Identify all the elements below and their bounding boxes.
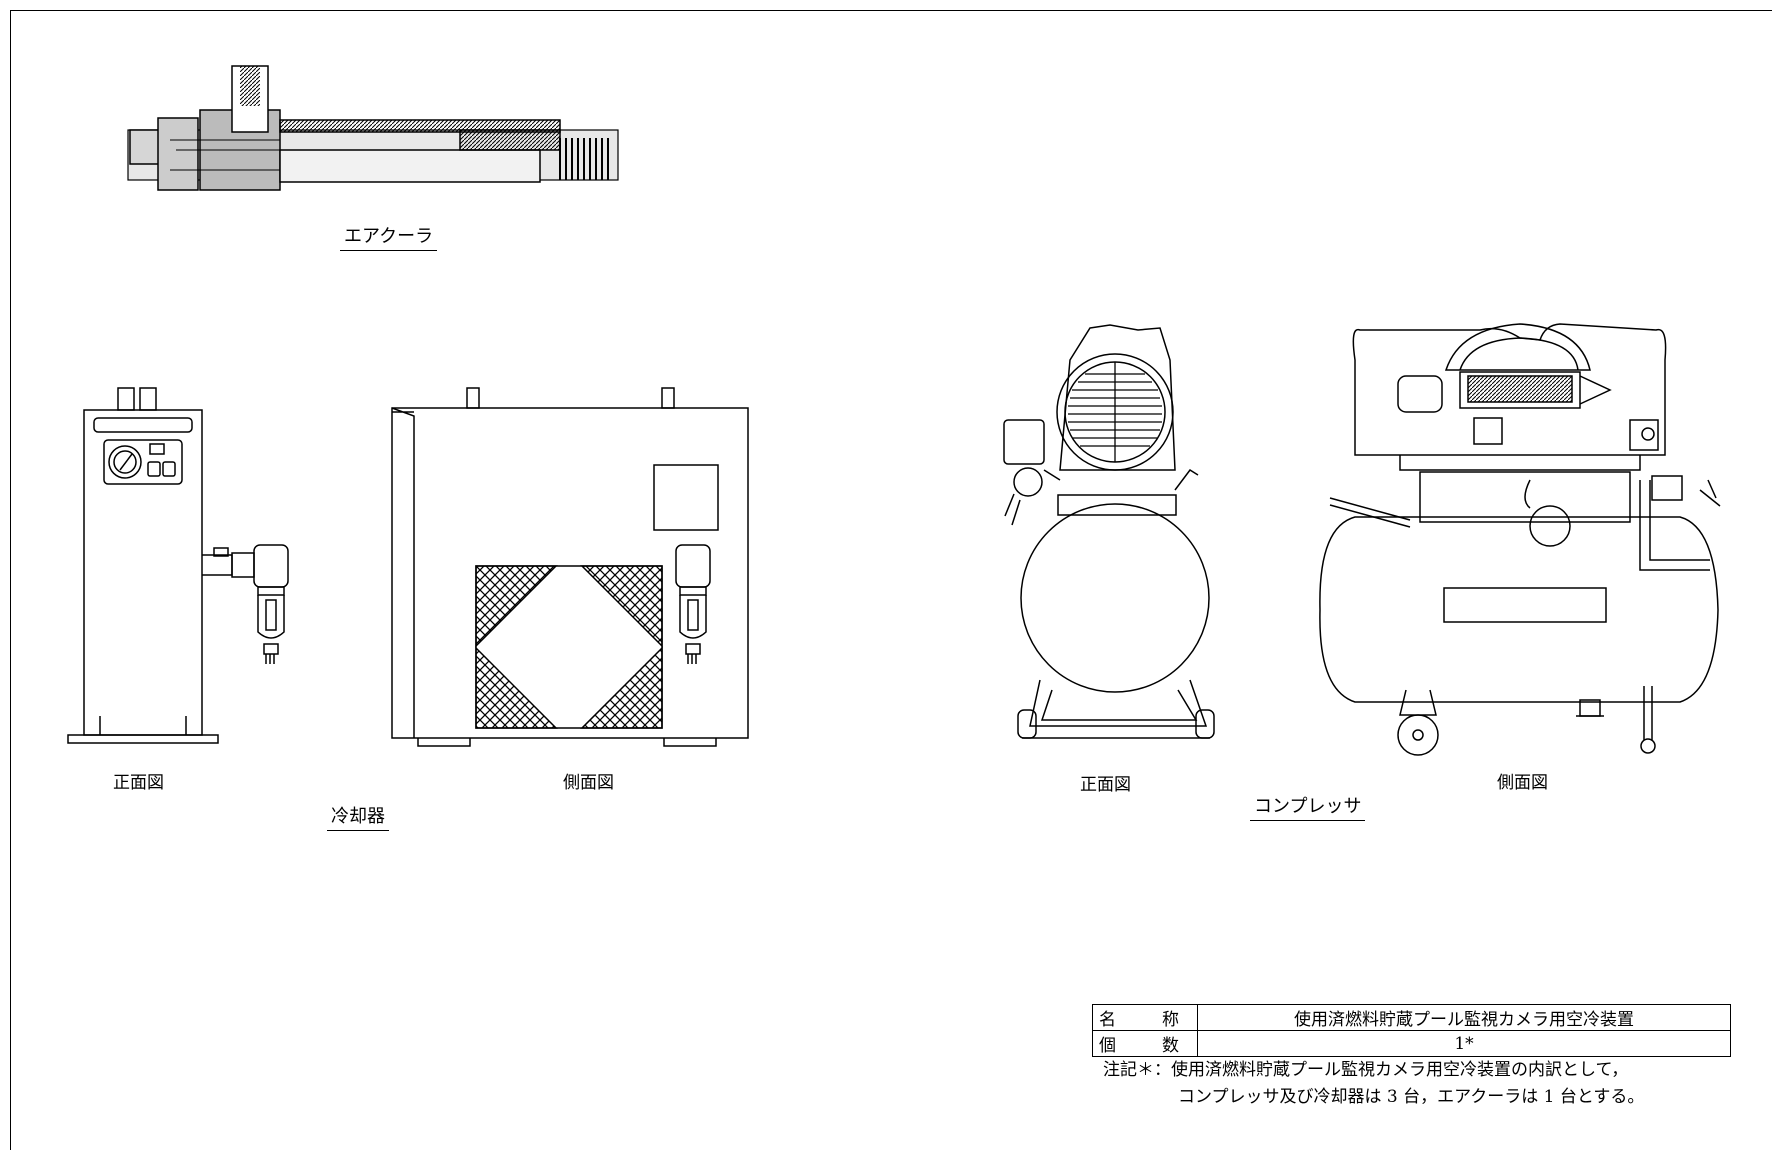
note-line-2: コンプレッサ及び冷却器は 3 台，エアクーラは 1 台とする。 [1178,1087,1645,1107]
compressor-front-view [1003,324,1215,739]
cooler-side-caption: 側面図 [563,773,614,793]
air-cooler-drawing [127,65,619,191]
compressor-front-caption: 正面図 [1080,775,1131,795]
table-row: 名称 使用済燃料貯蔵プール監視カメラ用空冷装置 [1092,1004,1731,1031]
spec-table: 名称 使用済燃料貯蔵プール監視カメラ用空冷装置 個数 1* [1092,1004,1731,1057]
compressor-caption: コンプレッサ [1250,792,1366,821]
name-label-char-2: 称 [1162,1010,1179,1030]
air-cooler-caption: エアクーラ [340,222,438,251]
table-row: 個数 1* [1092,1030,1731,1057]
cooler-front-caption: 正面図 [113,773,164,793]
drawing-frame [10,10,1772,1150]
name-value-cell: 使用済燃料貯蔵プール監視カメラ用空冷装置 [1197,1004,1731,1031]
count-label-char-1: 個 [1099,1036,1116,1056]
compressor-side-view [1319,323,1721,756]
name-label-cell: 名称 [1092,1004,1198,1031]
count-label-cell: 個数 [1092,1030,1198,1057]
cooler-caption: 冷却器 [327,802,389,831]
name-label-char-1: 名 [1099,1010,1116,1030]
compressor-side-caption: 側面図 [1497,773,1548,793]
note-line-1: 注記＊：使用済燃料貯蔵プール監視カメラ用空冷装置の内訳として， [1103,1060,1629,1080]
cooler-side-view [391,387,749,747]
count-value-cell: 1* [1197,1030,1731,1057]
cooler-front-view [67,387,289,744]
count-label-char-2: 数 [1162,1036,1179,1056]
